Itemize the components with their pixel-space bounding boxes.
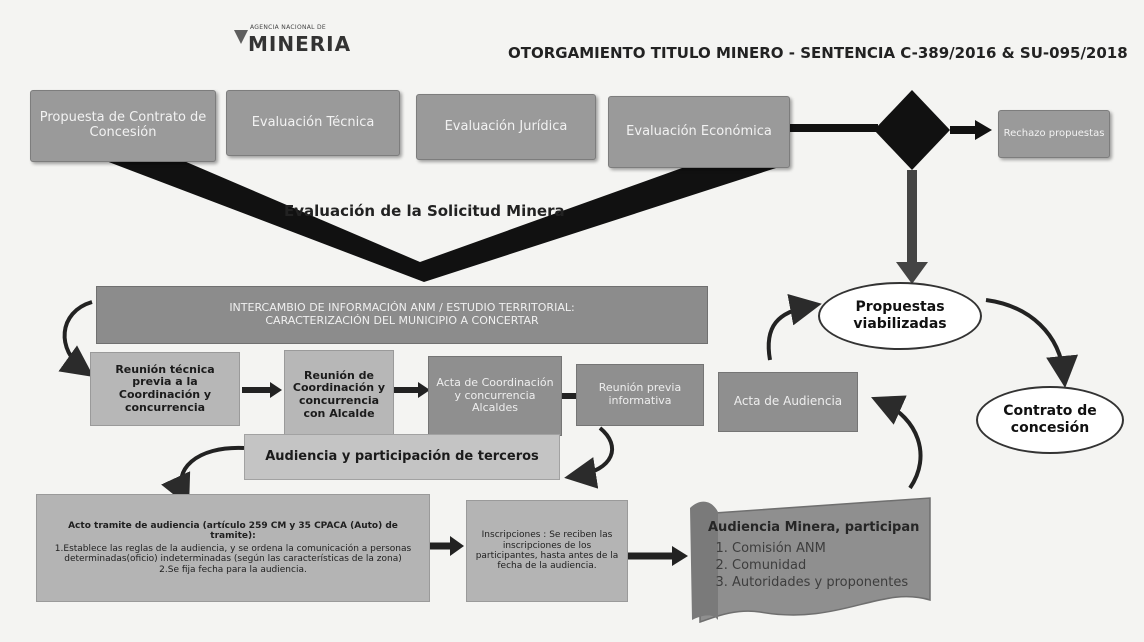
step-contract-proposal-label: Propuesta de Contrato de Concesión <box>39 110 207 140</box>
funnel-shape <box>72 120 776 282</box>
logo: AGENCIA NACIONAL DE MINERIA <box>228 8 358 58</box>
hearing-scroll-title: Audiencia Minera, participan <box>708 520 920 535</box>
registrations-box: Inscripciones : Se reciben las inscripci… <box>466 500 628 602</box>
arrow-to-reject-head <box>975 120 992 140</box>
arrow-to-viable-head <box>896 262 928 284</box>
hearing-scroll-curl <box>690 501 718 620</box>
tech-meeting-box: Reunión técnica previa a la Coordinación… <box>90 352 240 426</box>
info-meeting-box: Reunión previa informativa <box>576 364 704 426</box>
step-technical-evaluation: Evaluación Técnica <box>226 90 400 156</box>
curved-arrow-exchange <box>58 300 94 377</box>
logo-main-text: MINERIA <box>248 32 352 56</box>
exchange-banner: INTERCAMBIO DE INFORMACIÓN ANM / ESTUDIO… <box>96 286 708 344</box>
funnel-label: Evaluación de la Solicitud Minera <box>284 202 565 220</box>
procedure-box: Acto tramite de audiencia (artículo 259 … <box>36 494 430 602</box>
step-economic-evaluation-label: Evaluación Económica <box>626 123 772 139</box>
logo-mark-icon <box>234 30 248 44</box>
step-legal-evaluation: Evaluación Jurídica <box>416 94 596 160</box>
curved-arrow-hearing <box>161 445 245 507</box>
concession-contract-label: Contrato de concesión <box>1003 402 1097 437</box>
hearing-banner: Audiencia y participación de terceros <box>244 434 560 480</box>
info-meeting-label: Reunión previa informativa <box>598 381 682 407</box>
exchange-banner-line1: INTERCAMBIO DE INFORMACIÓN ANM / ESTUDIO… <box>229 301 575 315</box>
curved-arrow-act-to-viable <box>766 293 822 361</box>
hearing-participants-list: Comisión ANM Comunidad Autoridades y pro… <box>708 541 934 590</box>
procedure-title: Acto tramite de audiencia (artículo 259 … <box>68 521 398 542</box>
step-technical-evaluation-label: Evaluación Técnica <box>251 114 375 130</box>
coord-meeting-label: Reunión de Coordinación y concurrencia c… <box>292 368 386 420</box>
curved-arrow-viable-to-contract <box>985 298 1079 388</box>
logo-top-text: AGENCIA NACIONAL DE <box>250 24 327 31</box>
procedure-item-2: 2.Se fija fecha para la audiencia. <box>159 564 307 575</box>
reject-proposals-label: Rechazo propuestas <box>1003 128 1105 140</box>
page-title-sentence: - SENTENCIA C-389/2016 & SU-095/2018 <box>783 44 1128 62</box>
concession-contract-ellipse: Contrato de concesión <box>976 386 1124 454</box>
step-contract-proposal: Propuesta de Contrato de Concesión <box>30 90 216 162</box>
participant-item: Comunidad <box>732 558 934 573</box>
step-legal-evaluation-label: Evaluación Jurídica <box>444 118 568 134</box>
viable-proposals-label: Propuestas viabilizadas <box>853 298 947 333</box>
step-economic-evaluation: Evaluación Económica <box>608 96 790 168</box>
arrow-registrations-to-hearing-head <box>672 546 688 566</box>
hearing-act-label: Acta de Audiencia <box>733 394 843 409</box>
tech-meeting-label: Reunión técnica previa a la Coordinación… <box>115 362 215 414</box>
participant-item: Autoridades y proponentes <box>732 575 934 590</box>
viable-proposals-ellipse: Propuestas viabilizadas <box>818 282 982 350</box>
participant-item: Comisión ANM <box>732 541 934 556</box>
curved-arrow-info-down <box>564 426 614 489</box>
coord-act-label: Acta de Coordinación y concurrencia Alca… <box>436 376 554 415</box>
procedure-item-1: 1.Establece las reglas de la audiencia, … <box>54 543 412 565</box>
hearing-banner-label: Audiencia y participación de terceros <box>265 448 539 464</box>
registrations-label: Inscripciones : Se reciben las inscripci… <box>475 530 619 572</box>
hearing-scroll: Audiencia Minera, participan Comisión AN… <box>708 520 934 610</box>
page-title: OTORGAMIENTO TITULO MINERO - SENTENCIA C… <box>508 44 1128 62</box>
arrow-coord-to-act-head <box>418 382 430 398</box>
hearing-act-box: Acta de Audiencia <box>718 372 858 432</box>
arrow-tech-to-coord-head <box>270 382 282 398</box>
decision-diamond-shape <box>874 90 950 170</box>
coord-act-box: Acta de Coordinación y concurrencia Alca… <box>428 356 562 436</box>
coord-meeting-box: Reunión de Coordinación y concurrencia c… <box>284 350 394 440</box>
reject-proposals: Rechazo propuestas <box>998 110 1110 158</box>
curved-arrow-scroll-up <box>871 395 923 490</box>
exchange-banner-line2: CARACTERIZACIÓN DEL MUNICIPIO A CONCERTA… <box>265 314 539 327</box>
arrow-procedure-to-registrations-head <box>450 536 464 556</box>
page-title-main: OTORGAMIENTO TITULO MINERO <box>508 44 784 62</box>
